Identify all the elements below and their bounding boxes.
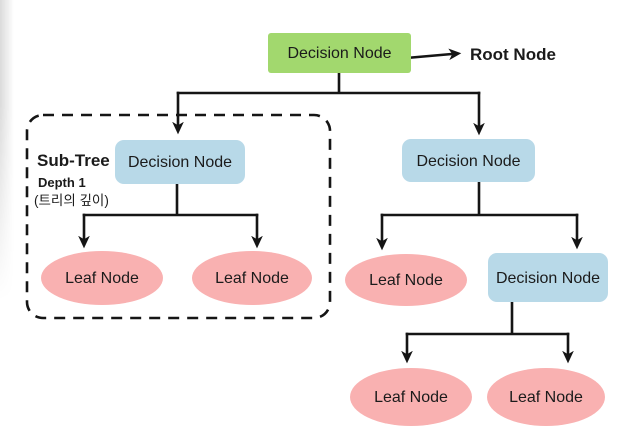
root-node-annotation: Root Node [470, 45, 556, 64]
subtree-decision-node [115, 140, 245, 184]
root-decision-label: Decision Node [287, 45, 391, 62]
subtree-title: Sub-Tree [37, 151, 110, 170]
connector-right-sub-children [405, 300, 570, 336]
right-leaf-node-1 [345, 254, 467, 306]
connector-subtree-children [82, 182, 259, 217]
right-leaf-label-1: Leaf Node [369, 272, 443, 289]
right-sub-decision-label: Decision Node [496, 270, 600, 287]
connector-right-children [380, 181, 579, 217]
subtree-leaf-label-1: Leaf Node [65, 270, 139, 287]
connector-root-children [176, 71, 481, 95]
right-decision-node [402, 139, 535, 182]
right-leaf-label-3: Leaf Node [509, 389, 583, 406]
root-annotation-arrow [410, 48, 462, 61]
right-leaf-label-2: Leaf Node [374, 389, 448, 406]
right-leaf-node-3 [487, 368, 605, 426]
subtree-leaf-label-2: Leaf Node [215, 270, 289, 287]
connector-lines [78, 48, 583, 364]
subtree-boundary [25, 113, 332, 320]
right-sub-decision-node [488, 253, 608, 302]
right-leaf-node-2 [350, 368, 472, 426]
right-decision-label: Decision Node [416, 153, 520, 170]
subtree-leaf-node-2 [192, 251, 312, 305]
root-decision-node [268, 33, 411, 73]
depth-label: Depth 1 [38, 175, 86, 190]
subtree-leaf-node-1 [41, 251, 163, 305]
depth-caption: (트리의 깊이) [34, 193, 109, 208]
subtree-decision-label: Decision Node [128, 154, 232, 171]
